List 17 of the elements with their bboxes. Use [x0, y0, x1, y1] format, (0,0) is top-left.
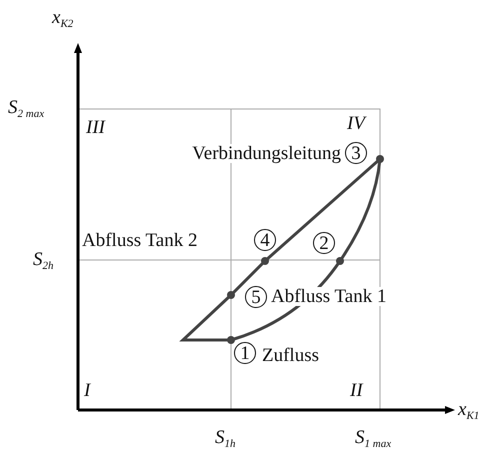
tick-label: S$_{2 max}$: [8, 98, 44, 120]
state-label: Abfluss Tank 1: [271, 287, 386, 306]
state-label: Verbindungsleitung: [192, 144, 341, 163]
tick-label: S$_{2h}$: [33, 250, 54, 272]
callout-number: 2: [313, 232, 335, 254]
region-label: II: [350, 381, 363, 400]
callout-number: 4: [254, 229, 276, 251]
tick-label: S$_{1h}$: [215, 428, 236, 450]
tick-label: S$_{1 max}$: [355, 428, 392, 450]
region-label: I: [84, 381, 90, 400]
callout-number: 5: [245, 286, 267, 308]
axis-label: x$_{K2}$: [52, 8, 74, 30]
callout-number: 1: [234, 342, 256, 364]
callout-number: 3: [345, 142, 367, 164]
region-label: III: [86, 118, 105, 137]
region-label: IV: [347, 114, 365, 133]
axis-label: x$_{K1}$: [458, 400, 480, 422]
